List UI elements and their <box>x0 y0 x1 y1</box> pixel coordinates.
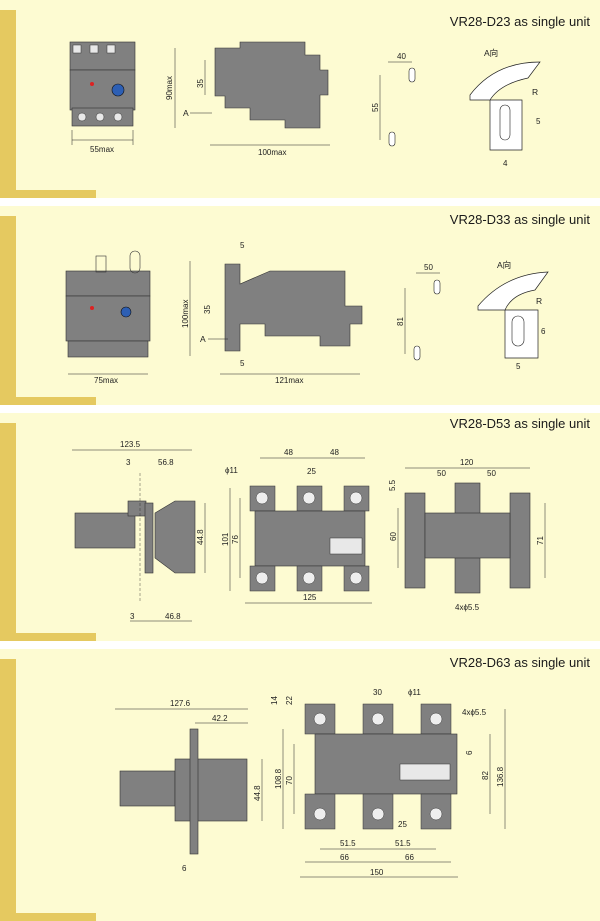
d63-front-hole: ϕ11 <box>408 688 421 697</box>
d53-back-w1: 50 <box>437 469 446 478</box>
d63-front-w515a: 51.5 <box>340 839 356 848</box>
d63-front-d14: 14 <box>270 696 279 705</box>
d63-front-h82: 82 <box>481 771 490 780</box>
d23-side-height: 90max <box>165 76 174 100</box>
panel-d53-title: VR28-D53 as single unit <box>449 416 590 431</box>
d53-back-h2: 71 <box>536 536 545 545</box>
d63-side-view: 127.6 42.2 44.8 6 <box>115 699 263 873</box>
panel-d23-title: VR28-D23 as single unit <box>449 14 590 29</box>
panel-d33: 75max 100max 35 5 5 A 121max 50 81 A向 <box>0 206 600 405</box>
d33-side-view: 100max 35 5 5 A 121max <box>181 241 363 385</box>
d33-detail-view-label: A向 <box>497 260 511 270</box>
panel-d23: 55max 90max 35 A 100max 40 55 A向 <box>0 0 600 198</box>
d23-front-view: 55max <box>69 41 136 154</box>
d63-front-d22: 22 <box>285 696 294 705</box>
panel-d33-drawing: 75max 100max 35 5 5 A 121max 50 81 A向 <box>0 206 600 405</box>
d33-front-view: 75max <box>65 250 151 385</box>
panel-d53-drawing: 123.5 3 56.8 44.8 3 46.8 ϕ11 48 48 25 <box>0 413 600 641</box>
d23-detail-gap: 4 <box>503 159 508 168</box>
d23-arrow-a: A <box>183 108 189 118</box>
d63-front-d30: 30 <box>373 688 382 697</box>
d63-side-height: 44.8 <box>253 785 262 801</box>
d53-back-top: 5.5 <box>388 479 397 491</box>
d23-mount-spacing: 40 <box>397 52 406 61</box>
d33-detail-radius: R <box>536 296 542 306</box>
d63-front-h70: 70 <box>285 776 294 785</box>
d63-front-h136: 136.8 <box>496 766 505 787</box>
d63-front-d6: 6 <box>465 750 474 755</box>
d53-front-center: 25 <box>307 467 316 476</box>
d63-front-h108: 108.8 <box>274 768 283 789</box>
d63-front-holes: 4xϕ5.5 <box>462 708 487 717</box>
d23-front-width: 55max <box>90 145 114 154</box>
d33-mount-pitch: 81 <box>396 317 405 326</box>
panel-d33-title: VR28-D33 as single unit <box>449 212 590 227</box>
d23-detail-radius: R <box>532 87 538 97</box>
d63-front-w66b: 66 <box>405 853 414 862</box>
d33-mount-spacing: 50 <box>424 263 433 272</box>
d33-mounting-view: 50 81 <box>396 263 441 361</box>
d53-back-total: 120 <box>460 458 474 467</box>
d53-back-view: 120 50 50 5.5 60 71 4xϕ5.5 <box>388 458 546 612</box>
d63-front-w150: 150 <box>370 868 384 877</box>
d53-front-hole: ϕ11 <box>225 466 238 475</box>
d33-arrow-a: A <box>200 334 206 344</box>
d63-front-w66a: 66 <box>340 853 349 862</box>
d53-front-view: ϕ11 48 48 25 101 76 125 <box>221 448 372 604</box>
panel-d63-title: VR28-D63 as single unit <box>449 655 590 670</box>
d33-side-bottom: 5 <box>240 359 245 368</box>
d53-side-a: 3 <box>126 458 131 467</box>
d63-side-total: 127.6 <box>170 699 191 708</box>
panel-d53: 123.5 3 56.8 44.8 3 46.8 ϕ11 48 48 25 <box>0 413 600 641</box>
d33-detail-view: A向 R 6 5 <box>477 260 549 371</box>
d53-front-w2: 48 <box>330 448 339 457</box>
d23-side-view: 90max 35 A 100max <box>165 41 330 157</box>
panel-d63-drawing: 127.6 42.2 44.8 6 14 22 30 ϕ11 4xϕ5.5 <box>0 649 600 921</box>
d53-front-width: 125 <box>303 593 317 602</box>
d63-front-w515b: 51.5 <box>395 839 411 848</box>
d33-detail-gap: 5 <box>516 362 521 371</box>
d53-front-h2: 76 <box>231 535 240 544</box>
d23-detail-view: A向 R 5 4 <box>469 48 541 168</box>
d23-mounting-view: 40 55 <box>371 52 416 147</box>
d53-front-w1: 48 <box>284 448 293 457</box>
d33-side-offset: 35 <box>203 305 212 314</box>
d33-side-top: 5 <box>240 241 245 250</box>
d23-detail-view-label: A向 <box>484 48 498 58</box>
d23-side-length: 100max <box>258 148 286 157</box>
d33-front-width: 75max <box>94 376 118 385</box>
d33-detail-slot: 6 <box>541 327 546 336</box>
d23-side-offset: 35 <box>196 79 205 88</box>
panel-d23-drawing: 55max 90max 35 A 100max 40 55 A向 <box>0 0 600 198</box>
d63-front-view: 14 22 30 ϕ11 4xϕ5.5 108.8 70 6 82 <box>270 688 506 878</box>
d53-front-h1: 101 <box>221 532 230 546</box>
d23-mount-pitch: 55 <box>371 103 380 112</box>
d53-side-d: 46.8 <box>165 612 181 621</box>
d53-side-c: 3 <box>130 612 135 621</box>
d63-front-d25: 25 <box>398 820 407 829</box>
d33-side-length: 121max <box>275 376 303 385</box>
d53-back-h1: 60 <box>389 532 398 541</box>
d23-detail-slot: 5 <box>536 117 541 126</box>
d53-back-w2: 50 <box>487 469 496 478</box>
panel-d63: 127.6 42.2 44.8 6 14 22 30 ϕ11 4xϕ5.5 <box>0 649 600 921</box>
d63-side-b: 6 <box>182 864 187 873</box>
d53-side-total: 123.5 <box>120 440 141 449</box>
d33-side-height: 100max <box>181 300 190 328</box>
d53-side-b: 56.8 <box>158 458 174 467</box>
d53-side-view: 123.5 3 56.8 44.8 3 46.8 <box>72 440 206 622</box>
d63-side-a: 42.2 <box>212 714 228 723</box>
d53-back-holes: 4xϕ5.5 <box>455 603 480 612</box>
d53-side-height: 44.8 <box>196 529 205 545</box>
